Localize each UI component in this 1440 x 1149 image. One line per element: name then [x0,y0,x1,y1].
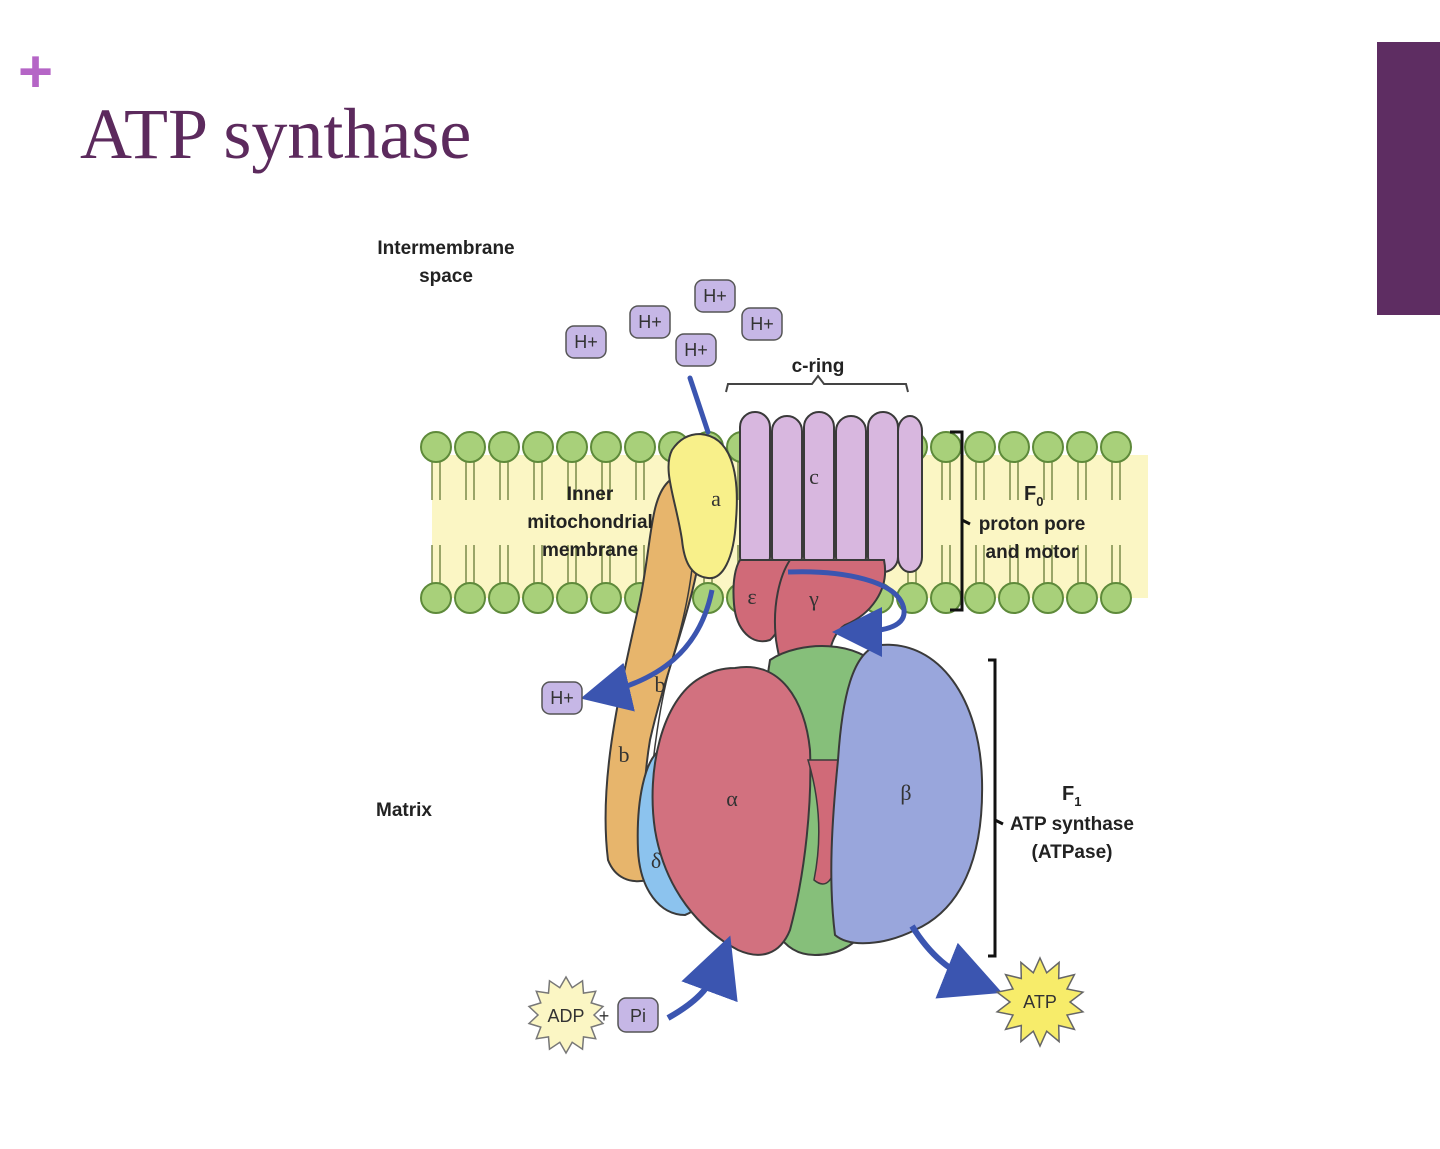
c-subunit-barrel [739,411,771,573]
svg-text:ATP: ATP [1023,992,1057,1012]
label-subunit-b-lower: b [619,742,630,767]
lipid-head [420,582,452,614]
label-subunit-delta: δ [651,848,661,873]
label-subunit-a: a [711,486,721,511]
c-subunit-barrel [803,411,835,573]
label-membrane: membrane [542,540,638,561]
c-ring [739,411,923,573]
f0-bracket [950,430,971,612]
lipid-head [1100,431,1132,463]
label-subunit-epsilon: ε [747,584,756,609]
lipid-head [1032,582,1064,614]
proton-inflow-arrow [687,375,711,435]
plus-sign: + [599,1006,610,1026]
label-subunit-b-upper: b [655,672,666,697]
rotation-arrow [787,569,907,657]
lipid-head [556,582,588,614]
c-ring-brace [725,374,909,393]
proton-out-badge: H+ [541,681,583,715]
lipid-head [1032,431,1064,463]
svg-text:H+: H+ [703,286,727,306]
proton-badge: H+ [629,305,671,339]
c-subunit-barrel [835,415,867,573]
slide-title: ATP synthase [80,94,472,174]
slide-plus-mark: + [18,38,54,105]
label-mitochondrial: mitochondrial [527,512,653,533]
svg-text:H+: H+ [684,340,708,360]
lipid-head [964,431,996,463]
pi-badge: Pi [617,997,659,1033]
c-subunit-barrel [897,415,923,573]
lipid-head [488,431,520,463]
svg-text:H+: H+ [750,314,774,334]
label-atpase: (ATPase) [1032,842,1113,863]
label-c-ring: c-ring [792,356,845,377]
svg-text:H+: H+ [574,332,598,352]
label-f0: F0 [1024,483,1043,509]
lipid-head [1066,582,1098,614]
lipid-head [488,582,520,614]
label-subunit-beta: β [900,780,911,805]
label-subunit-gamma: γ [808,586,819,611]
lipid-head [590,582,622,614]
c-subunit-barrel [867,411,899,573]
proton-badge: H+ [741,307,783,341]
lipid-head [1066,431,1098,463]
label-and-motor: and motor [986,542,1079,563]
lipid-head [964,582,996,614]
lipid-head [930,431,962,463]
proton-outflow-arrow [580,589,715,712]
lipid-head [454,582,486,614]
label-space: space [419,266,473,287]
lipid-head [624,431,656,463]
lipid-head [420,431,452,463]
subunit-a [667,432,738,580]
proton-badge: H+ [675,333,717,367]
proton-badge: H+ [565,325,607,359]
adp-star: ADP [527,975,605,1055]
lipid-head [556,431,588,463]
subunit-alpha [651,665,812,956]
lipid-head [454,431,486,463]
label-subunit-c: c [809,464,819,489]
svg-text:ADP: ADP [547,1006,584,1026]
label-matrix: Matrix [376,800,432,821]
lipid-head [522,582,554,614]
label-proton-pore: proton pore [979,514,1086,535]
subunit-beta [830,643,984,945]
label-intermembrane: Intermembrane [377,238,514,259]
svg-text:H+: H+ [550,688,574,708]
atp-star: ATP [995,956,1085,1048]
f1-bracket [988,658,1004,958]
lipid-head [590,431,622,463]
label-subunit-alpha: α [726,786,738,811]
proton-group: H+ H+ H+ H+ H+ [565,279,783,367]
label-f1: F1 [1062,783,1081,809]
svg-text:H+: H+ [638,312,662,332]
proton-badge: H+ [694,279,736,313]
c-subunit-barrel [771,415,803,573]
lipid-head [998,431,1030,463]
substrate-arrow [666,935,738,1021]
product-arrow [909,924,1003,999]
lipid-head [998,582,1030,614]
svg-text:Pi: Pi [630,1006,646,1026]
lipid-head [1100,582,1132,614]
label-atp-synthase: ATP synthase [1010,814,1134,835]
lipid-head [522,431,554,463]
label-inner: Inner [567,484,614,505]
side-accent-bar [1377,42,1440,315]
